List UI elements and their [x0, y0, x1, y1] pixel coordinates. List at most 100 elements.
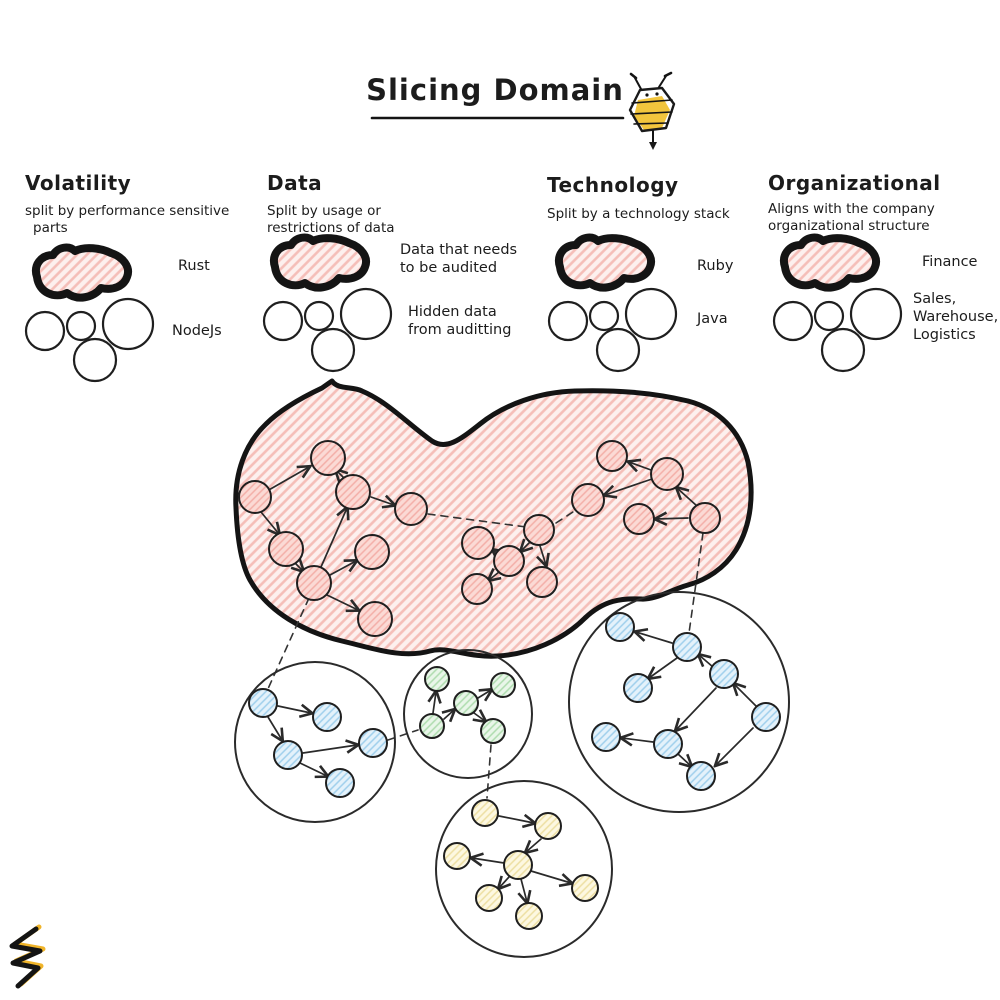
network-edge [716, 727, 754, 765]
dashed-link [555, 509, 577, 524]
cluster-boundary [403, 649, 533, 779]
dashed-link [486, 744, 492, 799]
domain-network [238, 440, 721, 637]
dashed-link [266, 597, 310, 692]
network-edge [499, 877, 509, 888]
network-node [443, 842, 471, 870]
network-node [273, 740, 303, 770]
network-edge [266, 467, 309, 492]
network-node [523, 514, 555, 546]
network-edge [605, 478, 653, 495]
cluster-green [403, 649, 533, 779]
network-edge [472, 858, 505, 863]
network-edge [636, 632, 673, 644]
network-edge [267, 716, 282, 740]
network-node [335, 474, 371, 510]
network-edge [277, 706, 311, 713]
network-node [238, 480, 272, 514]
column-desc-line: organizational structure [768, 218, 930, 234]
network-node [475, 884, 503, 912]
column-heading: Volatility [25, 171, 131, 195]
network-edge [676, 687, 717, 730]
network-node [461, 526, 495, 560]
network-node [453, 690, 479, 716]
network-edge [540, 545, 546, 565]
cluster-boundary [435, 780, 613, 958]
dashed-connectors [266, 509, 704, 799]
network-node [268, 531, 304, 567]
network-edge [677, 753, 691, 766]
column-desc-line: parts [33, 220, 68, 236]
column-desc-line: Aligns with the company [768, 201, 935, 217]
network-edge [699, 655, 714, 668]
page-title: Slicing Domain [366, 73, 624, 107]
organizational-blob [784, 238, 876, 288]
network-node [515, 902, 543, 930]
network-node [503, 850, 533, 880]
network-node [571, 483, 605, 517]
bee-stinger [649, 142, 657, 150]
network-node [490, 672, 516, 698]
network-edge [302, 745, 357, 754]
network-node [248, 688, 278, 718]
network-edge [521, 878, 527, 902]
column-heading: Organizational [768, 171, 941, 195]
network-node [623, 673, 653, 703]
technology-column: Technology Split by a technology stack R… [547, 173, 734, 373]
network-node [534, 812, 562, 840]
technology-circle-group [547, 287, 678, 373]
network-edge [329, 561, 356, 576]
volatility-column: Volatility split by performance sensitiv… [24, 171, 229, 383]
blob-label: to be audited [400, 260, 497, 276]
network-edge [489, 572, 499, 580]
network-edge [433, 692, 436, 714]
network-node [650, 457, 684, 491]
network-edge [649, 657, 678, 678]
cluster-blue-left [234, 661, 396, 823]
circles-label: Sales, [913, 291, 956, 307]
network-edge [299, 762, 327, 776]
network-edge [677, 488, 698, 507]
column-heading: Technology [547, 173, 679, 197]
data-column: Data Split by usage or restrictions of d… [262, 171, 517, 373]
network-edge [444, 710, 454, 719]
column-heading: Data [267, 171, 322, 195]
network-edge [498, 816, 534, 823]
network-node [672, 632, 702, 662]
network-edge [526, 838, 542, 852]
technology-blob [559, 238, 651, 288]
cluster-boundary [234, 661, 396, 823]
network-edge [530, 870, 571, 883]
network-node [480, 718, 506, 744]
network-node [596, 440, 628, 472]
cluster-yellow [435, 780, 613, 958]
network-edge [656, 518, 689, 519]
blob-label: Rust [178, 258, 210, 274]
network-node [471, 799, 499, 827]
network-edge [370, 497, 394, 505]
cluster-blue-right [568, 591, 790, 813]
volatility-circle-group [24, 297, 155, 383]
data-circle-group [262, 287, 393, 373]
network-node [526, 566, 558, 598]
circles-label: NodeJs [172, 323, 222, 339]
blob-label: Finance [922, 254, 978, 270]
network-node [354, 534, 390, 570]
column-desc-line: restrictions of data [267, 220, 395, 236]
network-node [689, 502, 721, 534]
blob-label: Data that needs [400, 242, 517, 258]
network-node [394, 492, 428, 526]
network-edge [326, 594, 358, 610]
dashed-link [688, 532, 704, 634]
column-desc-line: Split by usage or [267, 203, 381, 219]
circles-label: Warehouse, [913, 309, 998, 325]
network-node [296, 565, 332, 601]
network-node [310, 440, 346, 476]
dashed-link [387, 729, 419, 741]
organizational-column: Organizational Aligns with the company o… [768, 171, 998, 373]
network-edge [629, 462, 652, 470]
network-edge [477, 690, 491, 698]
column-desc-line: split by performance sensitive [25, 203, 229, 219]
